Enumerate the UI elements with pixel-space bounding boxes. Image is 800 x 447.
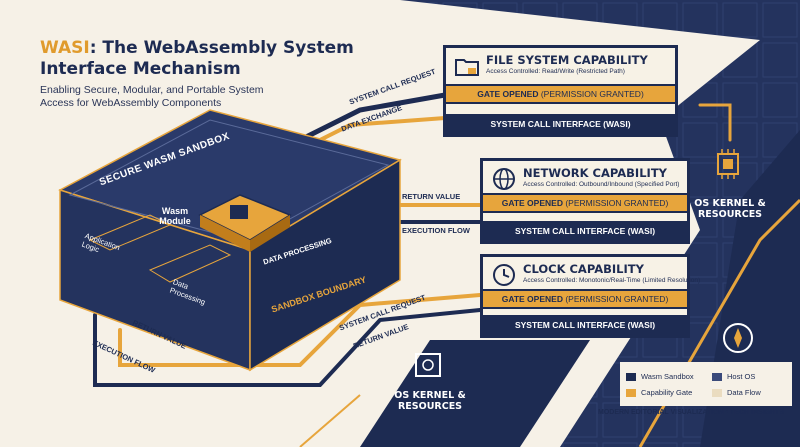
globe-icon — [493, 168, 515, 190]
capability-gate: GATE OPENED (PERMISSION GRANTED) — [483, 289, 687, 309]
footer: MODERN EDITORIAL VISUALIZATION • TECH IN… — [598, 409, 785, 416]
bottom-kernel-region — [360, 340, 590, 447]
os-kernel-right-label: OS KERNEL & RESOURCES — [694, 198, 766, 220]
system-call-interface: SYSTEM CALL INTERFACE (WASI) — [483, 315, 687, 335]
cpu-chip-icon — [717, 149, 739, 179]
system-call-interface: SYSTEM CALL INTERFACE (WASI) — [483, 221, 687, 241]
card-title: CLOCK CAPABILITY — [523, 262, 644, 276]
flow-label-return-mid: RETURN VALUE — [402, 192, 461, 201]
title-accent: WASI — [40, 38, 90, 58]
card-access: Access Controlled: Read/Write (Restricte… — [486, 68, 625, 75]
legend-item-wasm-sandbox: Wasm Sandbox — [626, 372, 694, 381]
page-title: WASI: The WebAssembly System Interface M… — [40, 38, 370, 80]
compass-icon — [723, 323, 753, 353]
capability-gate: GATE OPENED (PERMISSION GRANTED) — [446, 84, 675, 104]
page-subtitle: Enabling Secure, Modular, and Portable S… — [40, 84, 264, 109]
sandbox-box — [58, 109, 402, 372]
capability-gate: GATE OPENED (PERMISSION GRANTED) — [483, 193, 687, 213]
legend: Wasm Sandbox Host OS Capability Gate Dat… — [620, 366, 790, 406]
file-system-capability-card: FILE SYSTEM CAPABILITY Access Controlled… — [443, 45, 678, 137]
card-title: FILE SYSTEM CAPABILITY — [486, 53, 648, 67]
wasm-module-label: Wasm Module — [159, 206, 191, 226]
card-access: Access Controlled: Outbound/Inbound (Spe… — [523, 181, 680, 188]
gate-rest: (PERMISSION GRANTED) — [562, 294, 669, 304]
title-rest: : The WebAssembly System Interface Mecha… — [40, 38, 354, 79]
gate-bold: GATE OPENED — [501, 294, 563, 304]
os-kernel-bottom-label: OS KERNEL & RESOURCES — [394, 390, 466, 412]
card-access: Access Controlled: Monotonic/Real-Time (… — [523, 277, 701, 284]
card-title: NETWORK CAPABILITY — [523, 166, 667, 180]
folder-lock-icon — [455, 59, 479, 76]
kernel-chip-icon — [415, 353, 441, 377]
wasm-module-chip — [198, 194, 292, 252]
clock-icon — [493, 264, 515, 286]
flow-label-exec-mid: EXECUTION FLOW — [402, 226, 470, 235]
system-call-interface: SYSTEM CALL INTERFACE (WASI) — [446, 114, 675, 134]
clock-capability-card: CLOCK CAPABILITY Access Controlled: Mono… — [480, 254, 700, 338]
host-os-region — [400, 0, 800, 447]
gate-bold: GATE OPENED — [501, 198, 563, 208]
gate-rest: (PERMISSION GRANTED) — [562, 198, 669, 208]
network-capability-card: NETWORK CAPABILITY Access Controlled: Ou… — [480, 158, 690, 244]
legend-item-data-flow: Data Flow — [712, 388, 761, 397]
gate-rest: (PERMISSION GRANTED) — [538, 89, 644, 99]
legend-item-capability-gate: Capability Gate — [626, 388, 692, 397]
flow-lines — [93, 92, 732, 387]
legend-item-host-os: Host OS — [712, 372, 755, 381]
gate-bold: GATE OPENED — [477, 89, 539, 99]
